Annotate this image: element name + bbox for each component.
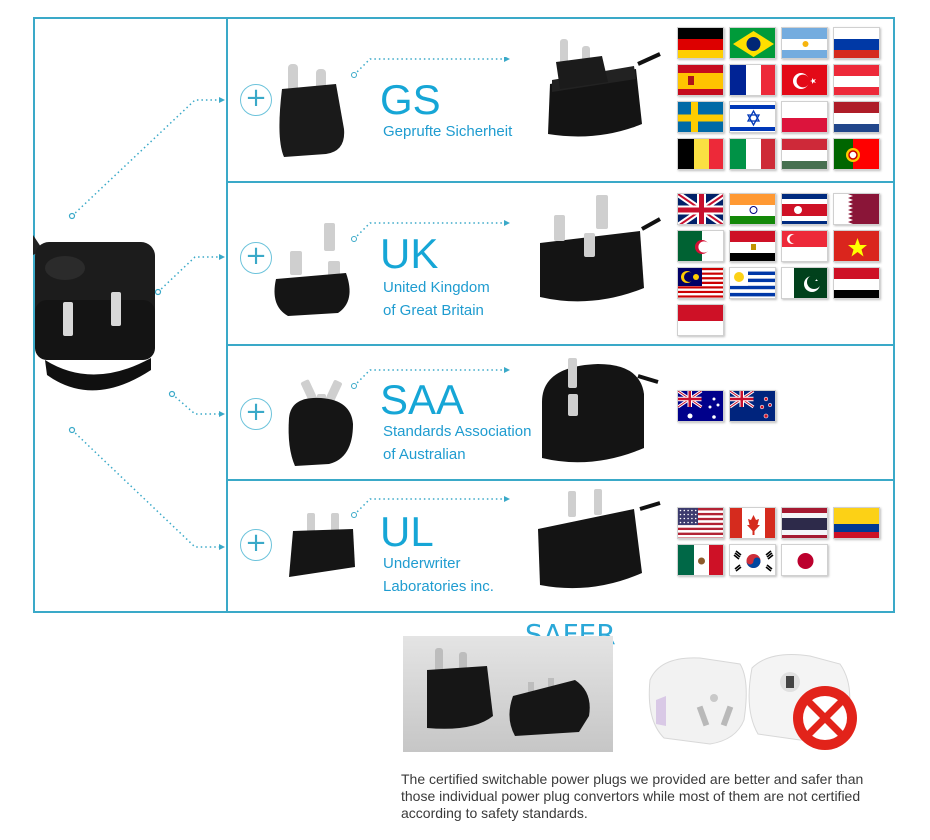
plus-circle-icon: + bbox=[240, 398, 272, 430]
standard-row-gs: + GS Geprufte Sicherheit bbox=[228, 19, 893, 181]
flag-russia-icon bbox=[833, 27, 880, 59]
standards-table-frame bbox=[33, 17, 895, 613]
uk-adapter-image bbox=[540, 195, 661, 302]
flag-brazil-icon bbox=[729, 27, 776, 59]
flag-japan-icon bbox=[781, 544, 828, 576]
flag-italy-icon bbox=[729, 138, 776, 170]
standard-description: Underwriter Laboratories inc. bbox=[383, 555, 494, 595]
flag-usa-icon bbox=[677, 507, 724, 539]
flag-vietnam-icon bbox=[833, 230, 880, 262]
plus-circle-icon: + bbox=[240, 242, 272, 274]
prohibited-icon bbox=[793, 686, 857, 750]
standard-code: UL bbox=[380, 508, 434, 555]
flag-turkey-icon bbox=[781, 64, 828, 96]
safety-caption: The certified switchable power plugs we … bbox=[401, 771, 864, 821]
us-adapter-image bbox=[538, 489, 661, 589]
standard-row-ul: + UL Underwriter Laboratories inc. bbox=[228, 481, 893, 612]
power-adapter-image bbox=[33, 235, 155, 391]
connector-line bbox=[351, 496, 510, 518]
connector-line bbox=[351, 367, 510, 389]
certified-plugs-photo bbox=[403, 636, 613, 752]
flag-grid bbox=[677, 193, 880, 336]
flag-belgium-icon bbox=[677, 138, 724, 170]
flag-algeria-icon bbox=[677, 230, 724, 262]
flag-sweden-icon bbox=[677, 101, 724, 133]
flag-austria-icon bbox=[833, 64, 880, 96]
standard-code: UK bbox=[380, 230, 439, 277]
flag-grid bbox=[677, 27, 880, 170]
flag-spain-icon bbox=[677, 64, 724, 96]
flag-colombia-icon bbox=[833, 507, 880, 539]
au-adapter-image bbox=[542, 358, 659, 463]
eu-plug-image bbox=[279, 64, 345, 157]
au-plug-image bbox=[288, 379, 353, 466]
connector-line bbox=[351, 57, 510, 78]
table-vertical-divider bbox=[226, 17, 228, 613]
flag-france-icon bbox=[729, 64, 776, 96]
flag-thailand-icon bbox=[781, 507, 828, 539]
flag-yemen-icon bbox=[833, 267, 880, 299]
flag-germany-icon bbox=[677, 27, 724, 59]
uk-plug-image bbox=[274, 223, 350, 316]
standard-row-uk: + UK United Kingdom of Great Britain bbox=[228, 183, 893, 344]
row-divider bbox=[226, 181, 895, 183]
plus-circle-icon: + bbox=[240, 529, 272, 561]
flag-malaysia-icon bbox=[677, 267, 724, 299]
standard-description: Geprufte Sicherheit bbox=[383, 123, 513, 140]
standard-description: Standards Association of Australian bbox=[383, 423, 532, 463]
us-plug-image bbox=[289, 513, 355, 577]
flag-south-korea-icon bbox=[729, 544, 776, 576]
plus-circle-icon: + bbox=[240, 84, 272, 116]
flag-new-zealand-icon bbox=[729, 390, 776, 422]
standard-description: United Kingdom of Great Britain bbox=[383, 279, 490, 319]
flag-pakistan-icon bbox=[781, 267, 828, 299]
row-divider bbox=[226, 479, 895, 481]
row-divider bbox=[226, 344, 895, 346]
flag-argentina-icon bbox=[781, 27, 828, 59]
flag-hungary-icon bbox=[781, 138, 828, 170]
flag-grid bbox=[677, 390, 880, 422]
flag-indonesia-icon bbox=[677, 304, 724, 336]
flag-netherlands-icon bbox=[833, 101, 880, 133]
flag-grid bbox=[677, 507, 880, 576]
standard-code: GS bbox=[380, 76, 441, 123]
flag-mexico-icon bbox=[677, 544, 724, 576]
flag-singapore-icon bbox=[781, 230, 828, 262]
flag-canada-icon bbox=[729, 507, 776, 539]
flag-portugal-icon bbox=[833, 138, 880, 170]
flag-uruguay-icon bbox=[729, 267, 776, 299]
flag-egypt-icon bbox=[729, 230, 776, 262]
flag-india-icon bbox=[729, 193, 776, 225]
flag-israel-icon bbox=[729, 101, 776, 133]
flag-poland-icon bbox=[781, 101, 828, 133]
flag-qatar-icon bbox=[833, 193, 880, 225]
uncertified-converters-photo bbox=[648, 654, 857, 750]
flag-australia-icon bbox=[677, 390, 724, 422]
standard-code: SAA bbox=[380, 376, 465, 423]
eu-adapter-image bbox=[548, 39, 661, 137]
flag-united-kingdom-icon bbox=[677, 193, 724, 225]
connector-line bbox=[351, 220, 510, 242]
flag-costa-rica-icon bbox=[781, 193, 828, 225]
standard-row-saa: + SAA Standards Association of Australia… bbox=[228, 346, 893, 479]
